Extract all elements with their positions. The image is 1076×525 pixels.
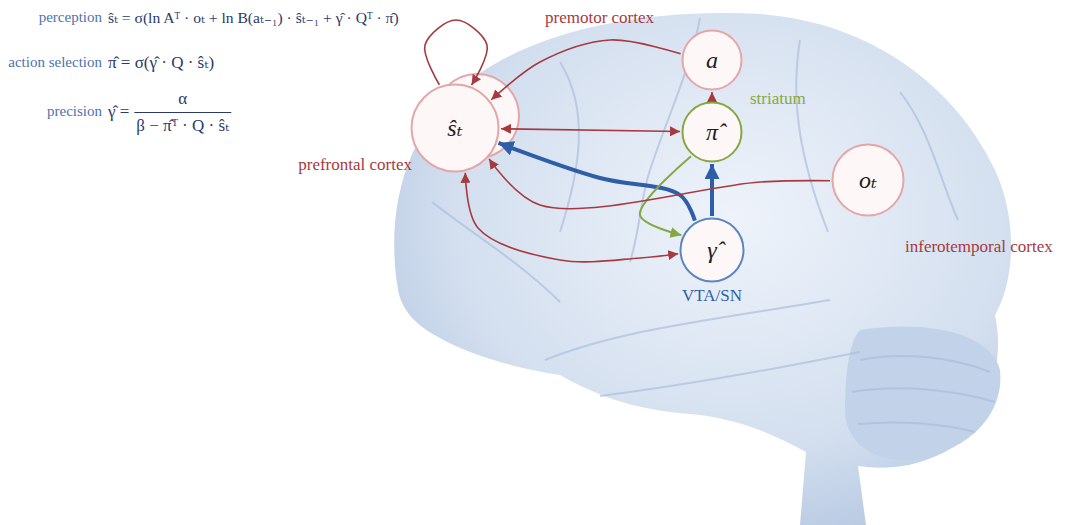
fold (860, 356, 990, 372)
fold (900, 92, 958, 220)
state-node: π̂striatum (681, 101, 743, 163)
region-label: inferotemporal cortex (905, 238, 1053, 257)
brain-outline (394, 13, 1011, 525)
cerebellum (845, 326, 1000, 460)
node-symbol: ŝₜ (410, 83, 500, 173)
state-node: ŝₜprefrontal cortex (410, 83, 500, 173)
row-label: action selection (8, 54, 102, 71)
row-label: perception (39, 9, 102, 26)
connector (711, 92, 713, 100)
region-label: premotor cortex (545, 9, 654, 28)
node-symbol: π̂ (681, 101, 743, 163)
fold (432, 202, 560, 302)
fold (858, 422, 975, 432)
region-label: prefrontal cortex (298, 156, 412, 175)
equation: π̂ = σ(γ̂ · Q · ŝₜ) (108, 53, 214, 73)
connector (425, 20, 488, 85)
connector (498, 143, 694, 221)
fraction-numerator: α (178, 89, 187, 109)
fraction-bar (134, 112, 231, 113)
connector (489, 159, 830, 209)
connector (465, 173, 678, 262)
fraction-denominator: β − π̂ᵀ · Q · ŝₜ (136, 116, 229, 136)
fold (600, 352, 860, 396)
fold (545, 300, 830, 360)
fold (796, 40, 828, 232)
connector (501, 129, 680, 132)
node-symbol: γ̂ (679, 217, 745, 283)
node-symbol: oₜ (831, 143, 905, 217)
connector (491, 40, 680, 100)
connector (710, 164, 714, 216)
fold (852, 388, 995, 402)
node-symbol: a (681, 29, 743, 91)
fold (560, 62, 579, 232)
region-label: VTA/SN (682, 287, 742, 306)
row-label: precision (47, 103, 102, 120)
state-node: apremotor cortex (681, 29, 743, 91)
state-node: oₜinferotemporal cortex (831, 143, 905, 217)
brain-folds (432, 18, 995, 432)
equation: ŝₜ = σ(ln Aᵀ · oₜ + ln B(aₜ₋₁) · ŝₜ₋₁ + … (108, 9, 399, 27)
region-label: striatum (750, 90, 806, 109)
equation: γ̂ = (108, 102, 129, 122)
connector (640, 156, 691, 235)
state-node: γ̂VTA/SN (679, 217, 745, 283)
